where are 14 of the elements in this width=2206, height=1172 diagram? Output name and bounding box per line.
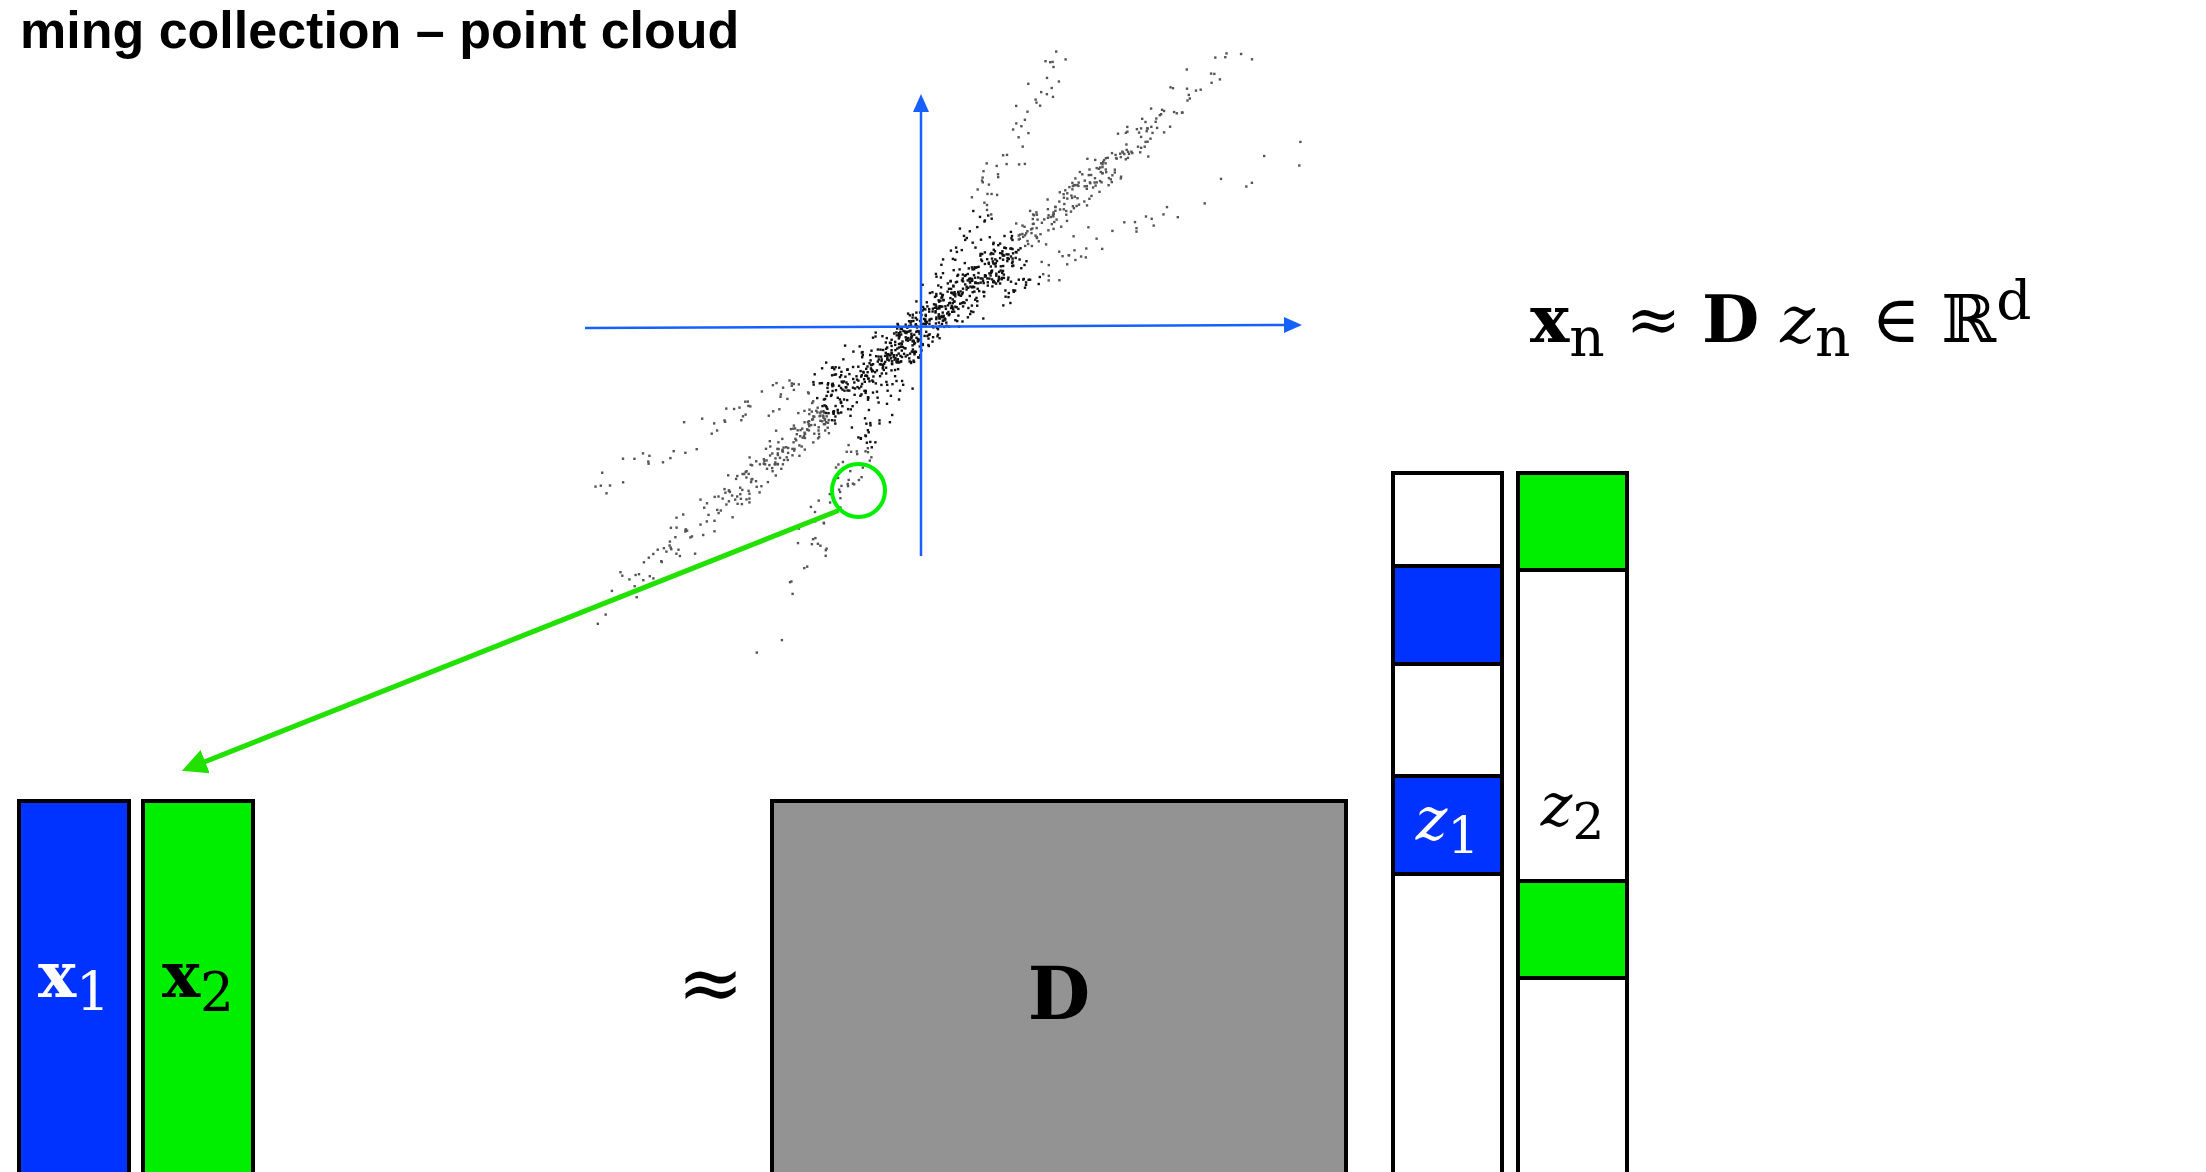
approx-symbol: ≈ [676,943,744,1023]
arrow [181,508,840,774]
data-vector-column [141,799,255,1172]
highlight-circle [830,462,887,519]
math-symbol: x$_{1}$ [37,943,111,1020]
math-symbol: z$_{2}$ [1540,775,1605,847]
code-vector-column [1516,471,1629,1172]
equation: x$_{n}$ ≈ D z$_{n}$ ∈ ℝ$^{d}$ [1530,270,2032,368]
title: ming collection – point cloud [20,0,740,60]
data-vector-column [17,799,131,1172]
math-symbol: x$_{2}$ [161,943,235,1020]
math-symbol: z$_{1}$ [1415,789,1480,861]
code-vector-column [1391,471,1504,1172]
math-symbol: D [1027,958,1091,1030]
